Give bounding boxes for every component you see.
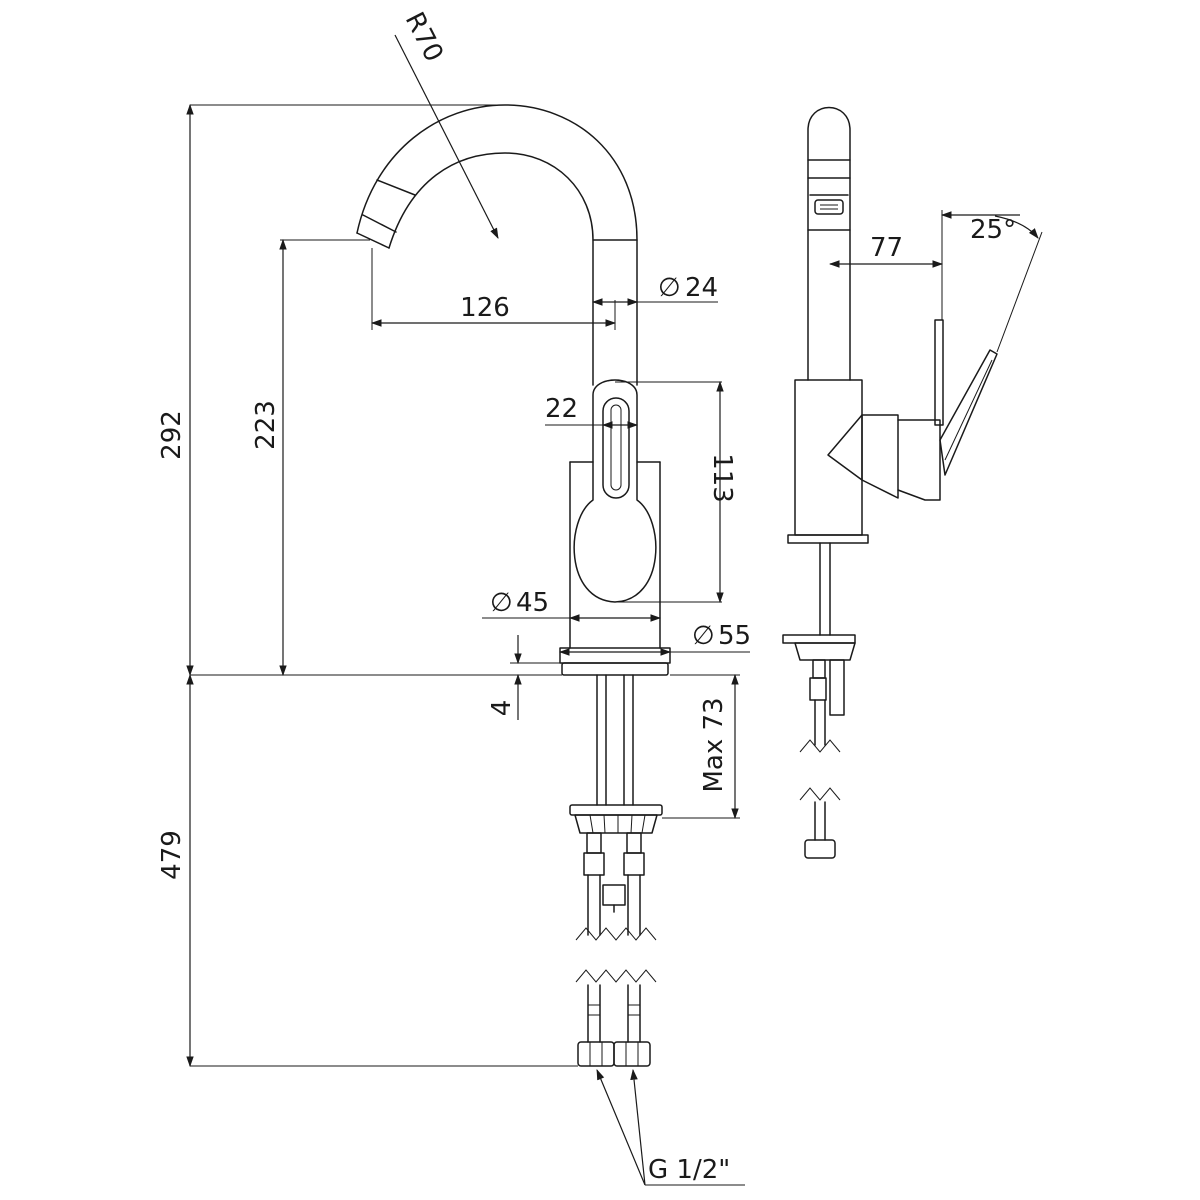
dim-handle-width: 22 — [545, 394, 578, 424]
dim-body-diameter-symbol: ∅ — [490, 588, 513, 618]
dim-spout-reach: 126 — [460, 293, 510, 323]
mounting-nut — [569, 804, 663, 834]
dim-base-diameter-symbol: ∅ — [692, 621, 715, 651]
dim-under-counter: 479 — [157, 830, 187, 880]
dim-thread: G 1/2" — [648, 1155, 730, 1185]
hoses-upper — [575, 832, 657, 941]
side-mounting — [782, 542, 856, 859]
dim-spout-diameter: 24 — [685, 273, 718, 303]
side-handle — [939, 349, 998, 476]
side-body — [787, 319, 944, 544]
side-dimensions: 77 25° — [828, 210, 1043, 353]
mounting-rods — [596, 674, 634, 806]
front-view — [190, 104, 671, 1067]
dim-body-diameter: 45 — [516, 588, 549, 618]
dim-max-counter: Max 73 — [699, 697, 729, 792]
handle — [573, 379, 657, 603]
dim-handle-height: 113 — [707, 453, 737, 503]
front-dimensions: 292 223 479 R70 126 ∅ 24 22 113 — [157, 8, 751, 1186]
spout — [356, 104, 638, 386]
dim-total-height: 292 — [157, 410, 187, 460]
dim-base-diameter: 55 — [718, 621, 751, 651]
hoses-lower — [575, 969, 657, 1043]
dim-spout-diameter-symbol: ∅ — [658, 273, 681, 303]
hex-nuts — [577, 1041, 651, 1067]
dim-base-thickness: 4 — [487, 700, 517, 717]
dim-spout-height: 223 — [251, 400, 281, 450]
side-view — [782, 106, 998, 859]
dim-handle-reach: 77 — [870, 233, 903, 263]
side-spout — [807, 106, 851, 381]
